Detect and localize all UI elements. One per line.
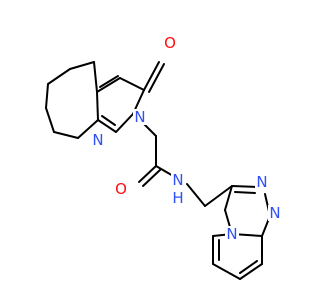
- oxygen-atom-label: O: [164, 34, 176, 52]
- bond: [142, 169, 161, 187]
- bond: [69, 61, 95, 70]
- bond: [138, 165, 157, 183]
- bond: [186, 183, 206, 207]
- amide-nitrogen-atom-label: N: [172, 171, 183, 189]
- bond: [97, 119, 117, 133]
- bond: [212, 263, 241, 280]
- bond: [47, 68, 71, 85]
- bond: [96, 77, 121, 93]
- nitrogen-atom-label: N: [92, 131, 103, 149]
- bond: [77, 119, 99, 139]
- bond: [231, 185, 259, 188]
- bridgehead-nitrogen-atom-label: N: [226, 225, 237, 243]
- bond: [148, 63, 165, 93]
- bond: [45, 83, 49, 109]
- bonds: [45, 61, 271, 280]
- bond: [204, 185, 233, 207]
- bond: [239, 263, 263, 280]
- bond: [239, 260, 258, 274]
- molecule-structure: O N N O N H N N N: [45, 34, 282, 280]
- bond: [101, 115, 116, 126]
- bond: [99, 75, 119, 88]
- bond: [45, 107, 55, 133]
- bond: [53, 131, 79, 139]
- nitrogen-atom-label: N: [269, 204, 280, 222]
- bond: [93, 61, 98, 93]
- atom-labels: O N N O N H N N N: [91, 34, 282, 243]
- bond: [119, 77, 145, 91]
- bond: [115, 113, 134, 133]
- nitrogen-atom-label: N: [134, 108, 145, 126]
- bond: [96, 91, 99, 121]
- nitrogen-atom-label: N: [256, 173, 267, 191]
- bond: [143, 61, 160, 91]
- amide-hydrogen-atom-label: H: [172, 189, 183, 207]
- oxygen-atom-label: O: [115, 180, 127, 198]
- bond: [234, 191, 256, 194]
- bond: [224, 185, 233, 211]
